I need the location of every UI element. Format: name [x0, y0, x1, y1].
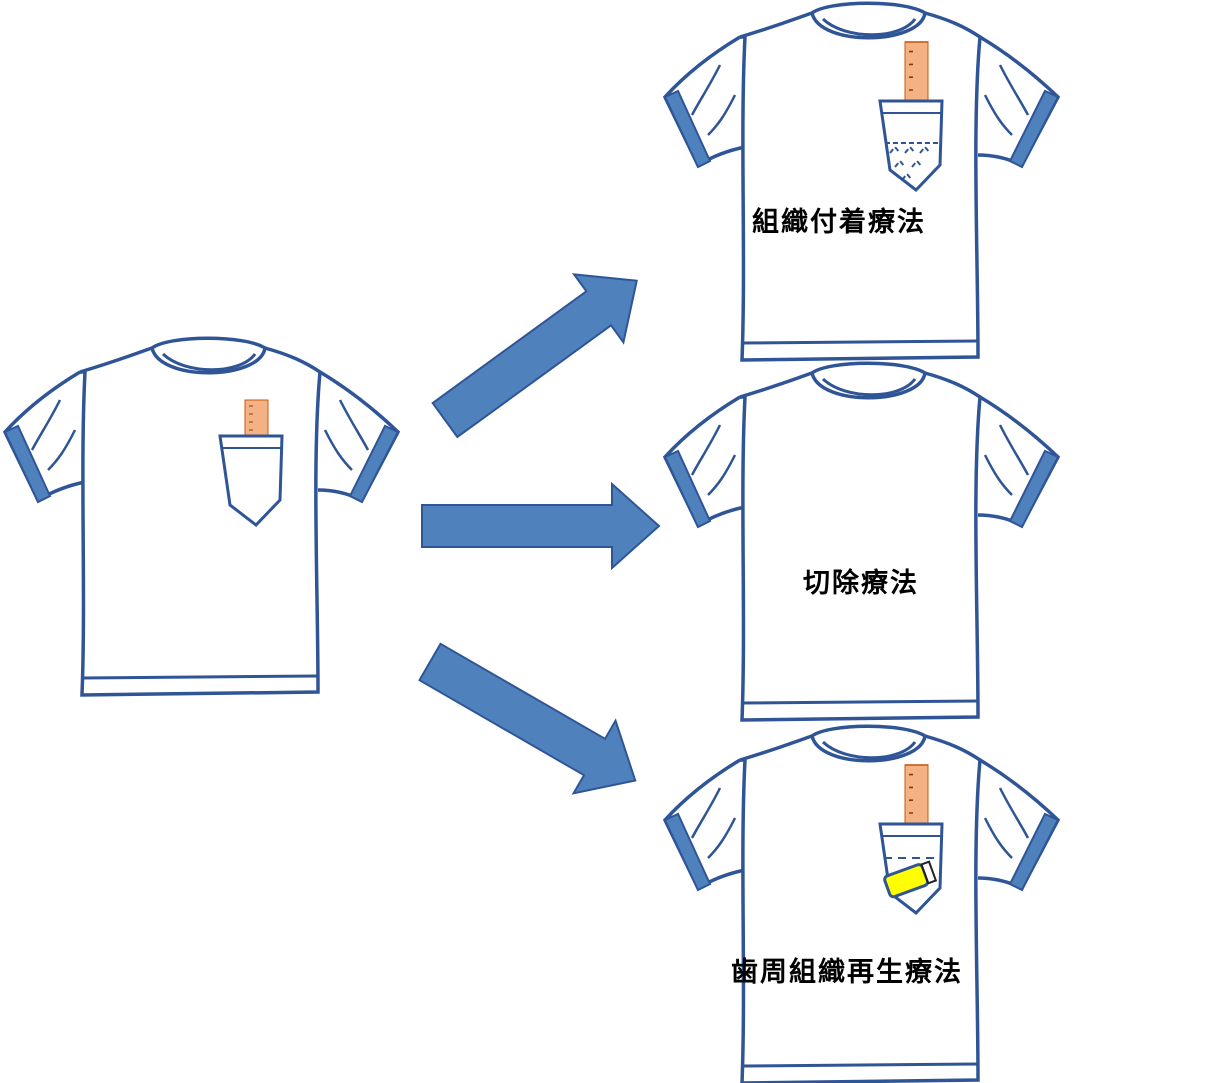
- shirt-attachment: [663, 1, 1060, 362]
- arrow-to-resection: [421, 483, 660, 569]
- arrow-to-regeneration: [408, 624, 658, 818]
- shirt-original: [3, 336, 400, 697]
- label-regeneration-therapy: 歯周組織再生療法: [731, 957, 963, 988]
- shirt-resection: [663, 361, 1060, 722]
- label-resection-therapy: 切除療法: [803, 568, 919, 599]
- shirt-regeneration: [663, 724, 1060, 1083]
- label-attachment-therapy: 組織付着療法: [752, 207, 926, 238]
- pocket-pattern: [885, 142, 940, 181]
- ruler-icon: [904, 764, 929, 830]
- arrow-to-attachment: [419, 245, 663, 455]
- ruler-icon: [904, 41, 929, 107]
- eraser-icon: [883, 860, 938, 899]
- ruler-icon: [244, 399, 269, 441]
